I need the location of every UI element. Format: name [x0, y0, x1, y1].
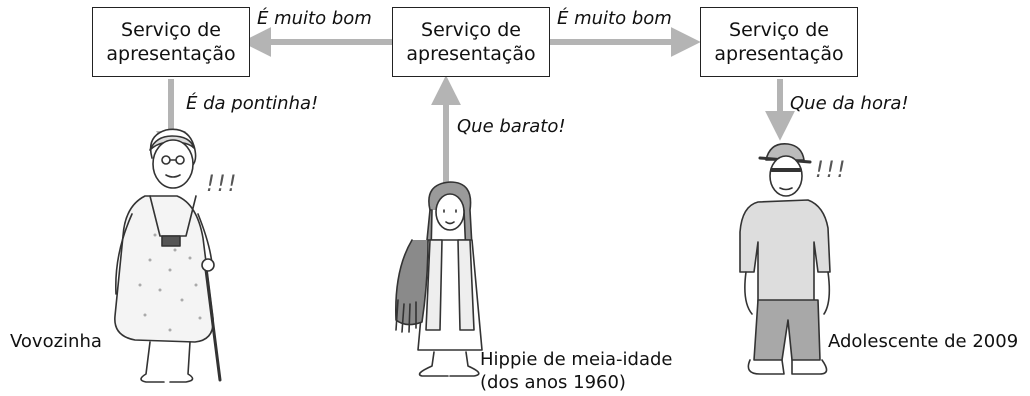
label-to-right: É muito bom: [557, 8, 672, 29]
label-to-teen: Que da hora!: [790, 93, 909, 114]
grandma-figure: [114, 128, 222, 383]
teen-figure: [739, 143, 831, 375]
hippie-name-line1: Hippie de meia-idade: [480, 349, 673, 370]
box-right-line2: apresentação: [714, 43, 844, 65]
service-box-left: Serviço de apresentação: [92, 7, 250, 77]
teen-exclamation: !!!: [815, 158, 848, 183]
teen-name: Adolescente de 2009: [828, 331, 1019, 352]
box-center-line2: apresentação: [406, 43, 536, 65]
service-box-right: Serviço de apresentação: [700, 7, 858, 77]
hippie-figure: [395, 181, 483, 377]
box-left-line2: apresentação: [106, 43, 236, 65]
label-to-left: É muito bom: [257, 8, 372, 29]
box-center-line1: Serviço de: [421, 19, 521, 41]
grandma-name: Vovozinha: [10, 331, 102, 352]
label-from-hippie: Que barato!: [457, 116, 566, 137]
box-left-line1: Serviço de: [121, 19, 221, 41]
grandma-exclamation: !!!: [206, 172, 239, 197]
box-right-line1: Serviço de: [729, 19, 829, 41]
hippie-name-line2: (dos anos 1960): [480, 372, 626, 393]
label-to-grandma: É da pontinha!: [186, 93, 319, 114]
service-box-center: Serviço de apresentação: [392, 7, 550, 77]
